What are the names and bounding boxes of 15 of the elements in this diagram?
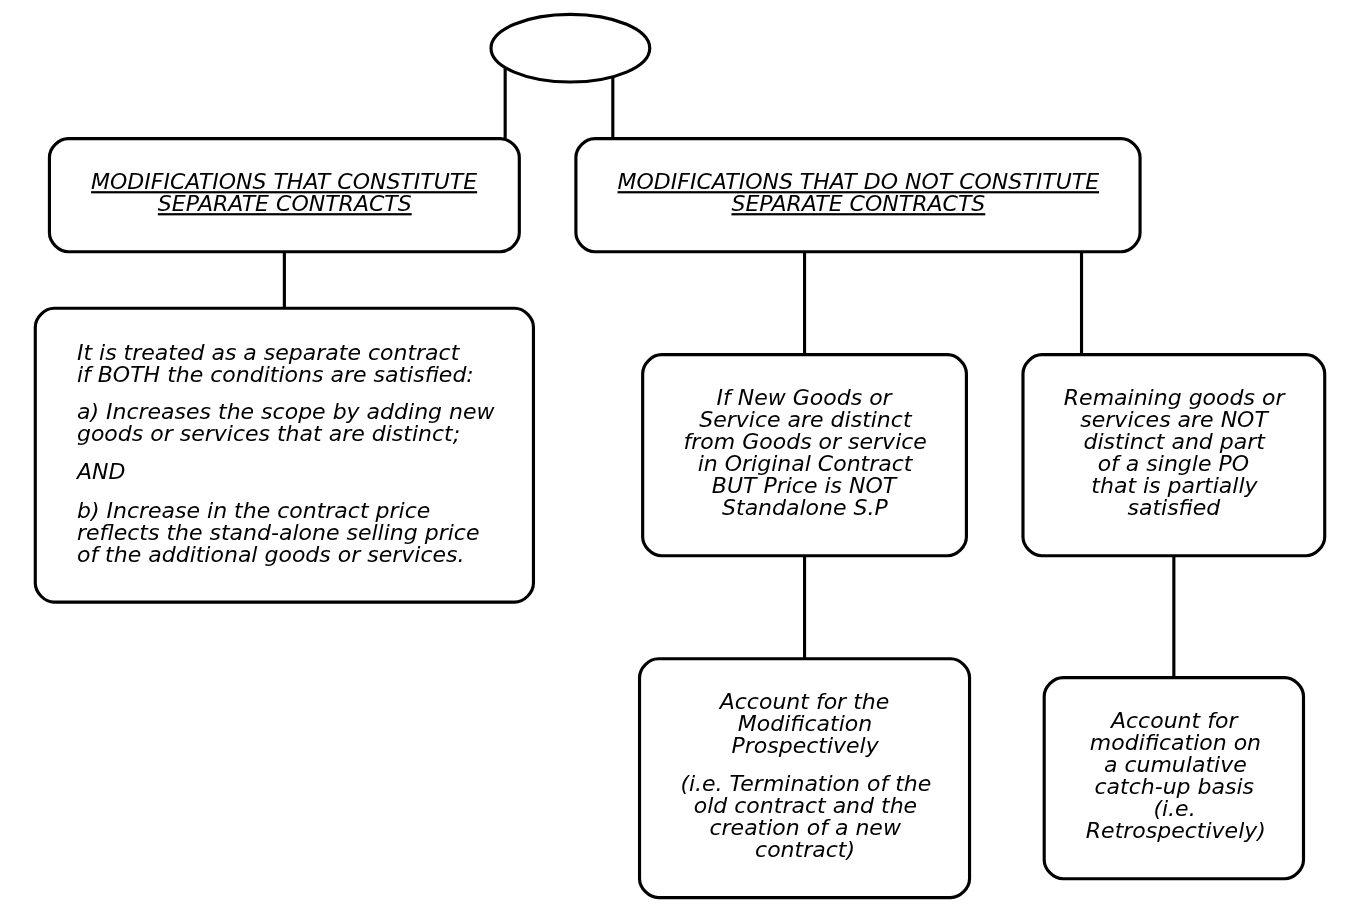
connector [802, 252, 807, 355]
node-box: It is treated as a separate contract if BOTH the conditions are satisfied: a) Increases the scope by adding new goods or services that are distinct; AND b) Increase in the contract price reflects the stand-alone selling price of the additional goods or services. [33, 306, 536, 604]
connector [1079, 252, 1084, 355]
connector [802, 556, 807, 659]
node-box: If New Goods or Service are distinct from Goods or service in Original Contract BUT Price is NOT Standalone S.P [641, 353, 968, 558]
node-box: MODIFICATIONS THAT DO NOT CONSTITUTE SEPARATE CONTRACTS [574, 137, 1142, 254]
connector [611, 77, 615, 139]
node-ellipse [489, 12, 652, 84]
connector [282, 252, 286, 308]
connector [503, 68, 507, 139]
node-box: Account for the Modification Prospectively (i.e. Termination of the old contract and the creation of a new contract) [637, 657, 972, 900]
connector [1172, 556, 1176, 678]
node-box: Account for modification on a cumulative catch-up basis (i.e. Retrospectively) [1042, 676, 1306, 881]
node-box: MODIFICATIONS THAT CONSTITUTE SEPARATE CONTRACTS [47, 137, 521, 254]
node-box: Remaining goods or services are NOT distinct and part of a single PO that is partially satisfied [1021, 353, 1327, 558]
